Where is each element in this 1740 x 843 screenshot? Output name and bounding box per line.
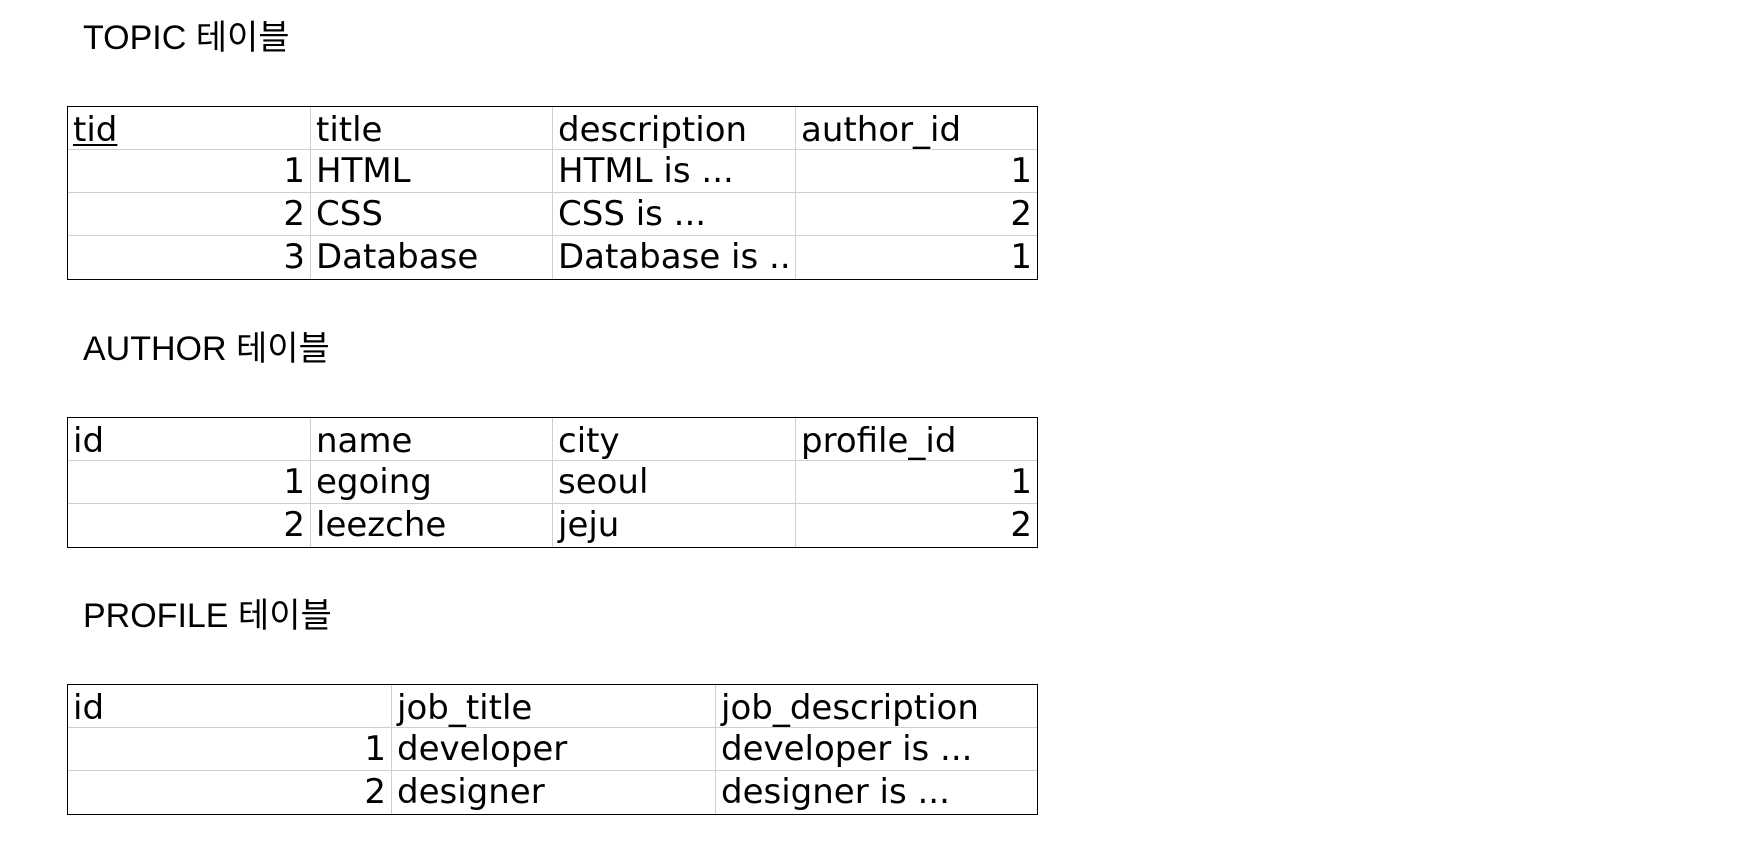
table-cell-name: egoing bbox=[311, 461, 553, 504]
table-cell-description: Database is .. bbox=[553, 236, 796, 279]
table-cell-profile-id: 1 bbox=[796, 461, 1037, 504]
topic-table: tid title description author_id 1 HTML H… bbox=[67, 106, 1038, 280]
column-header-id: id bbox=[68, 418, 311, 461]
table-cell-job-description: designer is ... bbox=[721, 772, 950, 812]
author-table: id name city profile_id 1 egoing seoul 1… bbox=[67, 417, 1038, 548]
table-cell-id: 1 bbox=[68, 728, 392, 771]
profile-table: id job_title job_description 1 developer… bbox=[67, 684, 1038, 815]
table-cell-profile-id: 2 bbox=[1010, 505, 1032, 545]
column-header-job-title: job_title bbox=[392, 685, 716, 728]
column-header-tid: tid bbox=[68, 107, 311, 150]
table-cell-description: CSS is ... bbox=[553, 193, 796, 236]
table-cell-title: CSS bbox=[311, 193, 553, 236]
table-cell-description: HTML is ... bbox=[553, 150, 796, 193]
table-cell-tid: 1 bbox=[68, 150, 311, 193]
table-cell-tid: 2 bbox=[68, 193, 311, 236]
table-cell-author-id: 2 bbox=[796, 193, 1037, 236]
topic-table-title: TOPIC 테이블 bbox=[83, 19, 290, 57]
table-cell-title: HTML bbox=[311, 150, 553, 193]
table-cell-author-id: 1 bbox=[796, 150, 1037, 193]
column-header-profile-id: profile_id bbox=[796, 418, 1037, 461]
profile-table-title: PROFILE 테이블 bbox=[83, 597, 332, 635]
table-cell-name: leezche bbox=[311, 504, 553, 547]
table-cell-id: 2 bbox=[68, 771, 392, 814]
table-cell-city: seoul bbox=[553, 461, 796, 504]
column-header-city: city bbox=[553, 418, 796, 461]
column-header-name: name bbox=[311, 418, 553, 461]
table-cell-job-title: designer bbox=[392, 771, 716, 814]
column-header-title: title bbox=[311, 107, 553, 150]
table-cell-id: 2 bbox=[68, 504, 311, 547]
column-header-author-id: author_id bbox=[796, 107, 1037, 150]
table-cell-title: Database bbox=[311, 236, 553, 279]
table-cell-city: jeju bbox=[553, 504, 796, 547]
table-cell-author-id: 1 bbox=[1010, 237, 1032, 277]
column-header-job-description: job_description bbox=[716, 685, 1037, 728]
table-cell-job-description: developer is ... bbox=[716, 728, 1037, 771]
column-header-description: description bbox=[553, 107, 796, 150]
table-cell-tid: 3 bbox=[68, 236, 311, 279]
table-cell-id: 1 bbox=[68, 461, 311, 504]
table-cell-job-title: developer bbox=[392, 728, 716, 771]
author-table-title: AUTHOR 테이블 bbox=[83, 330, 330, 368]
column-header-id: id bbox=[68, 685, 392, 728]
